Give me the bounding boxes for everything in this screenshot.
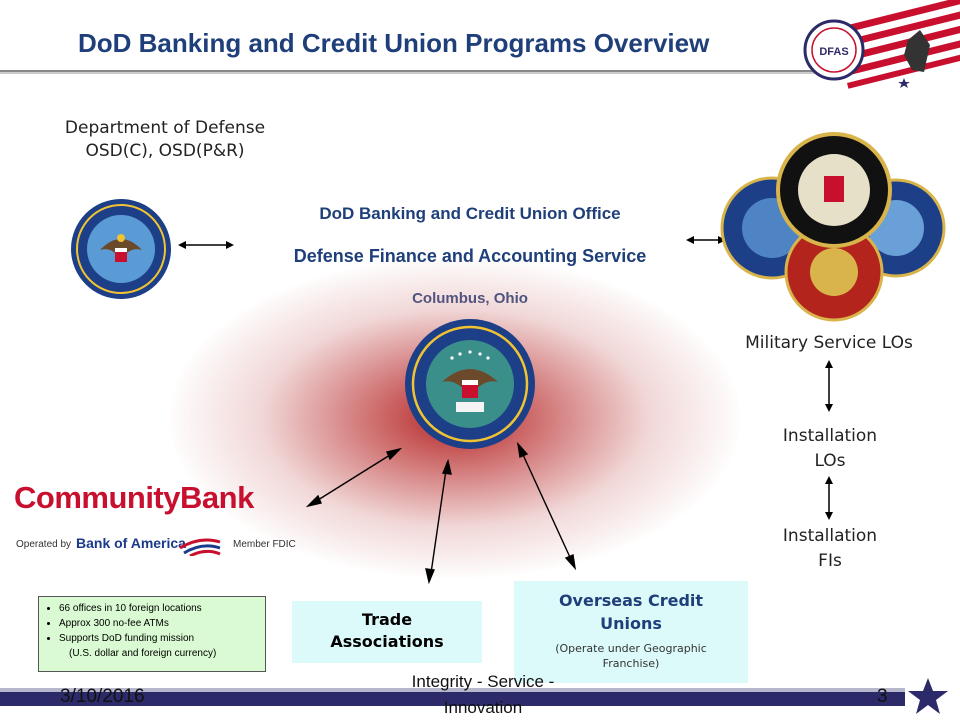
overseas-line2: Unions — [600, 614, 662, 633]
overseas-line1: Overseas Credit — [558, 591, 704, 610]
footer-motto-line1: Integrity - Service - — [411, 672, 555, 691]
installation-los-line2: LOs — [814, 451, 846, 471]
dfas-flag-logo: DFAS — [800, 0, 960, 100]
footer-date: 3/10/2016 — [60, 686, 145, 707]
military-service-los: Military Service LOs — [745, 333, 913, 353]
military-seals — [720, 132, 950, 322]
list-item: 66 offices in 10 foreign locations — [59, 601, 259, 616]
title-divider — [0, 70, 815, 74]
member-fdic-label: Member FDIC — [233, 539, 296, 550]
dod-seal-icon — [71, 199, 171, 299]
dept-offices: OSD(C), OSD(P&R) — [85, 141, 245, 161]
info-continuation: (U.S. dollar and foreign currency) — [69, 648, 217, 659]
community-bank-info-box: 66 offices in 10 foreign locations Appro… — [38, 596, 266, 672]
installation-fis-line1: Installation — [782, 526, 878, 546]
page-title: DoD Banking and Credit Union Programs Ov… — [78, 28, 710, 58]
installation-fis-arrow — [825, 476, 833, 520]
flag-icon: DFAS — [803, 0, 960, 89]
installation-fis-line2: FIs — [818, 551, 842, 571]
footer-bar — [0, 692, 905, 706]
page-number: 3 — [877, 686, 888, 707]
info-list: 66 offices in 10 foreign locations Appro… — [47, 601, 259, 646]
arrow-overseas — [518, 445, 575, 567]
arrow-trade — [429, 462, 448, 581]
list-item: Approx 300 no-fee ATMs — [59, 616, 259, 631]
trade-line2: Associations — [330, 632, 444, 651]
arrow-community-bank — [309, 449, 399, 506]
list-item: Supports DoD funding mission — [59, 631, 259, 646]
operated-by-label: Operated by — [16, 539, 72, 550]
dept-title: Department of Defense — [64, 118, 266, 138]
footer-motto-line2: Innovation — [443, 698, 523, 717]
star-icon — [908, 678, 948, 714]
dod-office-arrow — [178, 241, 234, 249]
dfas-badge-mark: DFAS — [819, 46, 848, 58]
military-installation-arrow — [825, 360, 833, 412]
footer-shade — [0, 688, 905, 692]
overseas-credit-unions-box: Overseas Credit Unions (Operate under Ge… — [514, 581, 748, 683]
installation-los-line1: Installation — [782, 426, 878, 446]
trade-associations-box: Trade Associations — [292, 601, 482, 663]
office-agency: Defense Finance and Accounting Service — [293, 246, 647, 266]
community-bank-logo: CommunityBank — [14, 480, 254, 515]
bank-of-america-logo: Bank of America — [76, 535, 186, 551]
bank-flag-icon — [179, 538, 221, 556]
overseas-sub: (Operate under Geographic Franchise) — [555, 642, 707, 670]
office-name: DoD Banking and Credit Union Office — [319, 204, 621, 223]
dfas-seal — [404, 318, 536, 450]
trade-line1: Trade — [361, 610, 413, 629]
dfas-seal-icon — [405, 319, 535, 449]
military-seals-icon — [720, 132, 946, 322]
dod-seal — [70, 198, 172, 300]
